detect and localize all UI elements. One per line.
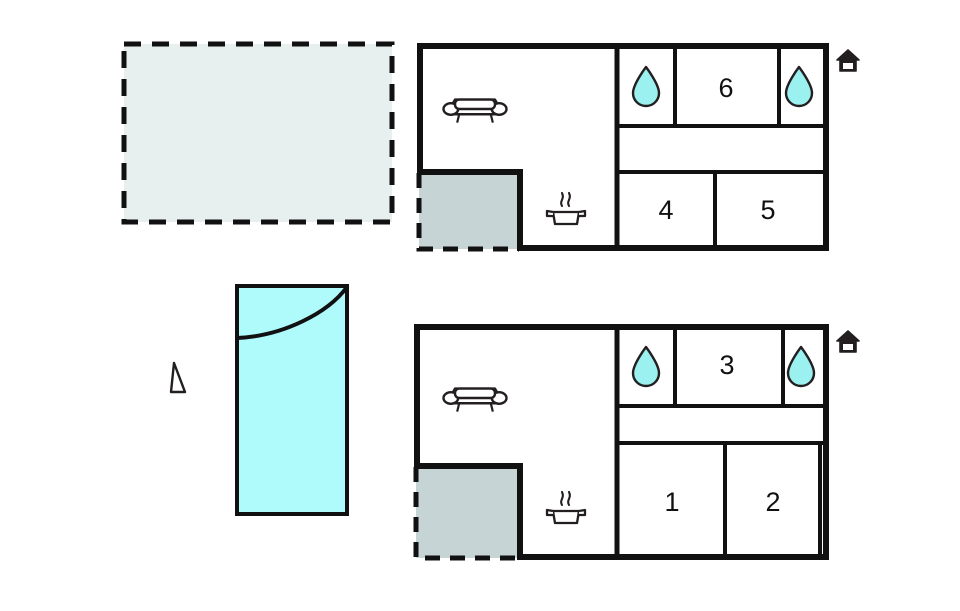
room-label-5: 5	[760, 195, 775, 225]
room-label-1: 1	[664, 487, 679, 517]
pool-outline	[235, 284, 349, 516]
room-label-2: 2	[765, 487, 780, 517]
water-drop-icon	[784, 65, 814, 108]
room-label-4: 4	[658, 195, 673, 225]
terrace	[419, 173, 519, 249]
terrace-dashed-edge	[416, 173, 519, 252]
water-drop-icon	[786, 345, 816, 388]
plot-area-outline	[121, 41, 395, 225]
cooking-pot-icon	[545, 191, 587, 226]
water-drop-icon	[631, 65, 661, 108]
swimming-pool	[235, 284, 349, 516]
direction-marker	[169, 361, 187, 394]
sofa-icon	[442, 98, 508, 123]
pool-step-curve	[235, 285, 349, 340]
cooking-pot-icon	[545, 490, 587, 525]
house-icon	[836, 49, 860, 72]
terrace-dashed-edge	[413, 467, 520, 561]
room-label-6: 6	[718, 73, 733, 103]
lower-floor-plan: 3 1 2	[413, 324, 860, 561]
outer-wall	[414, 324, 829, 560]
sofa-icon	[442, 387, 508, 412]
direction-marker-triangle	[169, 361, 187, 394]
room-label-3: 3	[719, 350, 734, 380]
house-icon	[836, 330, 860, 353]
upper-floor-plan: 6 4 5	[416, 43, 860, 252]
terrace	[416, 467, 520, 558]
water-drop-icon	[631, 345, 661, 388]
plot-area	[121, 41, 395, 225]
outer-wall	[417, 43, 829, 251]
